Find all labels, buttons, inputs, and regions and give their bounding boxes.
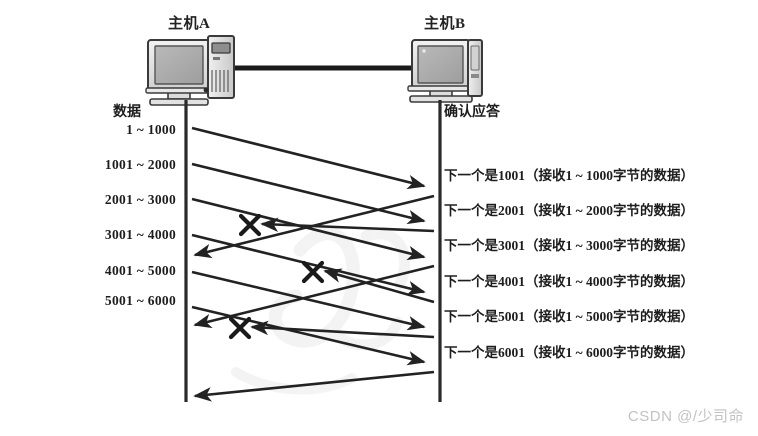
ack-label: 下一个是4001（接收1 ~ 4000字节的数据） <box>444 274 695 289</box>
background-watermark <box>231 227 411 395</box>
host-a-computer-icon <box>145 35 235 106</box>
host-b-label: 主机B <box>424 16 466 32</box>
ack-arrow-3 <box>193 264 435 329</box>
ack-label-list: 下一个是1001（接收1 ~ 1000字节的数据） 下一个是2001（接收1 ~ … <box>444 0 754 436</box>
packet-loss-marks <box>228 213 325 340</box>
data-segment-label-list: 1 ~ 1000 1001 ~ 2000 2001 ~ 3000 3001 ~ 400… <box>0 0 176 436</box>
data-segment-label: 5001 ~ 6000 <box>104 293 176 308</box>
ack-arrow-4-lost <box>323 268 435 304</box>
data-segment-label: 1001 ~ 2000 <box>104 157 176 172</box>
ack-label: 下一个是1001（接收1 ~ 1000字节的数据） <box>444 168 695 183</box>
ack-column-header: 确认应答 <box>444 105 500 120</box>
loss-mark-2 <box>301 260 325 284</box>
data-arrow-2 <box>191 162 426 225</box>
data-arrow-4 <box>191 233 426 296</box>
host-a-label: 主机A <box>168 16 211 32</box>
ack-label: 下一个是3001（接收1 ~ 3000字节的数据） <box>444 238 695 253</box>
ack-arrow-5-lost <box>250 320 435 339</box>
data-segment-label: 1 ~ 1000 <box>126 122 176 137</box>
ack-arrow-2-lost <box>260 217 435 233</box>
data-arrow-5 <box>191 270 426 331</box>
data-segment-label: 4001 ~ 5000 <box>104 263 176 278</box>
data-segment-label: 3001 ~ 4000 <box>104 227 176 242</box>
data-arrow-1 <box>191 126 426 190</box>
ack-label: 下一个是6001（接收1 ~ 6000字节的数据） <box>444 345 695 360</box>
ack-arrows <box>193 194 435 402</box>
loss-mark-1 <box>238 213 262 237</box>
loss-mark-3 <box>228 316 252 340</box>
ack-label: 下一个是5001（接收1 ~ 5000字节的数据） <box>444 309 695 324</box>
host-b-computer-icon <box>407 39 483 103</box>
data-segment-label: 2001 ~ 3000 <box>104 192 176 207</box>
csdn-watermark: CSDN @/少司命 <box>627 408 744 425</box>
ack-label: 下一个是2001（接收1 ~ 2000字节的数据） <box>444 203 695 218</box>
data-column-header: 数据 <box>113 105 141 120</box>
ack-arrow-6 <box>193 370 435 402</box>
